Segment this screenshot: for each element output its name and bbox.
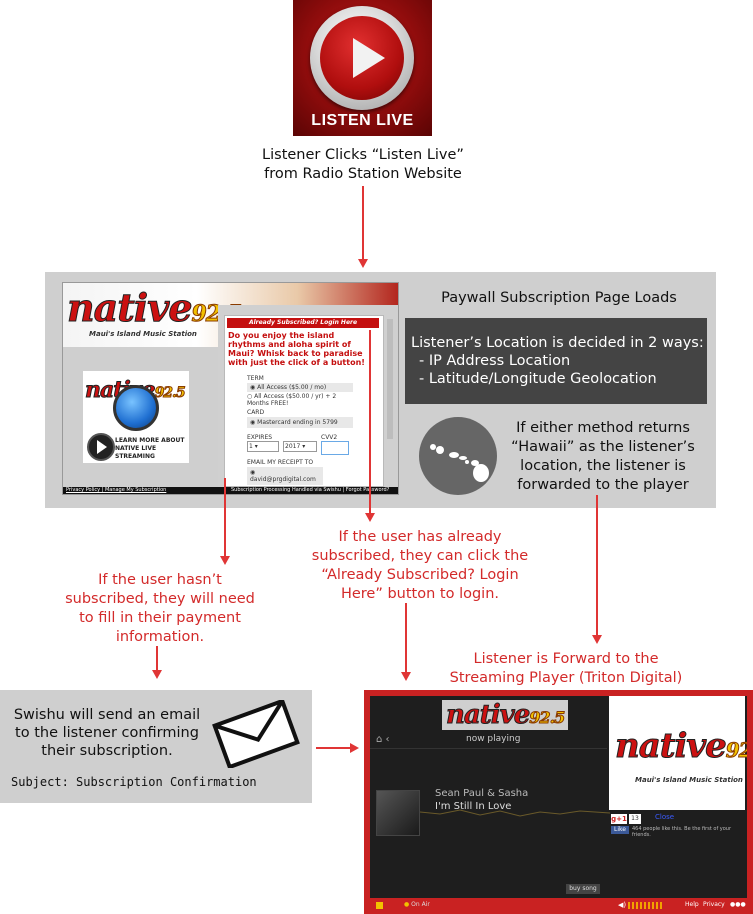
promo-card[interactable]: native92.5 LEARN MORE ABOUT NATIVE LIVE … bbox=[83, 371, 189, 463]
player-logo: native92.5 bbox=[442, 700, 569, 731]
tagline: Maui's Island Music Station bbox=[89, 330, 197, 338]
paywall-title: Paywall Subscription Page Loads bbox=[441, 290, 677, 306]
paywall-screenshot: native92.5 Maui's Island Music Station n… bbox=[62, 282, 399, 495]
envelope-icon bbox=[210, 698, 302, 770]
step1-caption: Listener Clicks “Listen Live” from Radio… bbox=[232, 146, 494, 184]
promo-text: LEARN MORE ABOUT NATIVE LIVE STREAMING bbox=[115, 437, 185, 460]
volume-icon[interactable]: ◀) bbox=[618, 901, 627, 909]
arrow-email-to-player bbox=[316, 747, 351, 749]
arrow-already-subscribed bbox=[369, 330, 371, 515]
cvv-label: CVV2 bbox=[321, 434, 338, 441]
triton-logo-icon: ●●● bbox=[730, 901, 746, 908]
note-not-subscribed: If the user hasn’t subscribed, they will… bbox=[65, 572, 255, 645]
arrow-to-email bbox=[156, 646, 158, 671]
already-subscribed-login-button[interactable]: Already Subscribed? Login Here bbox=[227, 318, 379, 328]
card-label: CARD bbox=[247, 409, 265, 416]
location-method-ip: - IP Address Location bbox=[419, 353, 571, 369]
term-option-monthly[interactable]: ◉ All Access ($5.00 / mo) bbox=[247, 383, 353, 392]
station-tagline: Maui's Island Music Station bbox=[635, 776, 743, 784]
gplus-count: 13 bbox=[629, 814, 641, 824]
note-forward-player: Listener is Forward to the Streaming Pla… bbox=[449, 651, 683, 686]
subscription-form: Already Subscribed? Login Here Do you en… bbox=[224, 315, 384, 487]
location-box: Listener’s Location is decided in 2 ways… bbox=[405, 318, 707, 404]
email-subject: Subject: Subscription Confirmation bbox=[11, 775, 257, 789]
paywall-footer: Privacy Policy | Manage My Subscription … bbox=[63, 487, 398, 494]
arrow-login-to-player bbox=[405, 603, 407, 673]
email-receipt-field[interactable]: ◉ david@prgdigital.com bbox=[247, 467, 323, 485]
expires-label: EXPIRES bbox=[247, 434, 273, 441]
globe-headphones-icon bbox=[113, 385, 159, 431]
arrow-head-icon bbox=[350, 743, 359, 753]
arrow-head-icon bbox=[365, 513, 375, 522]
email-label: EMAIL MY RECEIPT TO bbox=[247, 459, 314, 466]
station-logo: native92.5 bbox=[615, 726, 747, 767]
hawaii-explanation: If either method returns “Hawaii” as the… bbox=[511, 420, 695, 493]
now-playing-label: now playing bbox=[466, 734, 521, 744]
facebook-like-button[interactable]: Like bbox=[611, 826, 629, 834]
footer-links-left[interactable]: Privacy Policy | Manage My Subscription bbox=[66, 487, 167, 493]
like-text: 464 people like this. Be the first of yo… bbox=[632, 826, 732, 838]
waveform bbox=[420, 809, 610, 817]
listen-live-label: LISTEN LIVE bbox=[311, 112, 414, 129]
close-link[interactable]: Close bbox=[655, 813, 675, 821]
location-method-geo: - Latitude/Longitude Geolocation bbox=[419, 371, 657, 387]
email-panel: Swishu will send an email to the listene… bbox=[0, 690, 312, 803]
step1-caption-line1: Listener Clicks “Listen Live” bbox=[262, 147, 464, 163]
home-icon[interactable]: ⌂ ‹ bbox=[376, 734, 390, 745]
listen-live-button[interactable]: LISTEN LIVE bbox=[293, 0, 432, 136]
footer-links-right[interactable]: Subscription Processing Handled via Swis… bbox=[231, 487, 390, 493]
play-circle-icon[interactable] bbox=[87, 433, 115, 461]
step1-caption-line2: from Radio Station Website bbox=[264, 166, 462, 182]
form-scrollbar[interactable] bbox=[387, 319, 393, 439]
stop-icon[interactable] bbox=[376, 902, 383, 909]
album-art bbox=[376, 790, 420, 836]
player-footer: ● On Air ◀) Help Privacy ●●● bbox=[370, 899, 747, 912]
hawaii-map-icon bbox=[419, 417, 497, 495]
arrow-hawaii-to-player bbox=[596, 495, 598, 636]
on-air-indicator: ● On Air bbox=[404, 901, 430, 908]
arrow-to-paywall bbox=[362, 186, 364, 261]
buy-song-button[interactable]: buy song bbox=[566, 884, 600, 894]
gplus-button[interactable]: g+1 bbox=[611, 814, 627, 824]
expires-year-select[interactable]: 2017 ▾ bbox=[283, 441, 317, 452]
promo-column: native92.5 LEARN MORE ABOUT NATIVE LIVE … bbox=[63, 347, 218, 487]
track-title: I'm Still In Love bbox=[435, 801, 512, 812]
help-link[interactable]: Help bbox=[685, 901, 699, 908]
term-option-yearly[interactable]: ○ All Access ($50.00 / yr) + 2 Months FR… bbox=[247, 393, 337, 407]
card-selector[interactable]: ◉ Mastercard ending in 5799 bbox=[247, 417, 353, 428]
arrow-head-icon bbox=[358, 259, 368, 268]
term-label: TERM bbox=[247, 375, 264, 382]
location-heading: Listener’s Location is decided in 2 ways… bbox=[411, 335, 704, 351]
native-logo: native92.5 bbox=[67, 285, 243, 331]
expires-month-select[interactable]: 1 ▾ bbox=[247, 441, 279, 452]
paywall-question: Do you enjoy the island rhythms and aloh… bbox=[228, 331, 365, 367]
form-area: Already Subscribed? Login Here Do you en… bbox=[218, 305, 398, 487]
arrow-head-icon bbox=[152, 670, 162, 679]
arrow-head-icon bbox=[592, 635, 602, 644]
station-logo-card: native92.5 Maui's Island Music Station bbox=[609, 696, 747, 810]
arrow-head-icon bbox=[401, 672, 411, 681]
arrow-head-icon bbox=[220, 556, 230, 565]
cvv-input[interactable] bbox=[321, 441, 349, 455]
privacy-link[interactable]: Privacy bbox=[703, 901, 725, 908]
email-text: Swishu will send an email to the listene… bbox=[13, 707, 201, 759]
play-icon bbox=[310, 6, 414, 110]
track-artist: Sean Paul & Sasha bbox=[435, 788, 529, 799]
player-body: native92.5 ⌂ ‹ now playing Sean Paul & S… bbox=[370, 696, 747, 898]
note-already-subscribed: If the user has already subscribed, they… bbox=[311, 529, 529, 602]
arrow-not-subscribed bbox=[224, 478, 226, 558]
volume-slider[interactable] bbox=[628, 902, 664, 909]
